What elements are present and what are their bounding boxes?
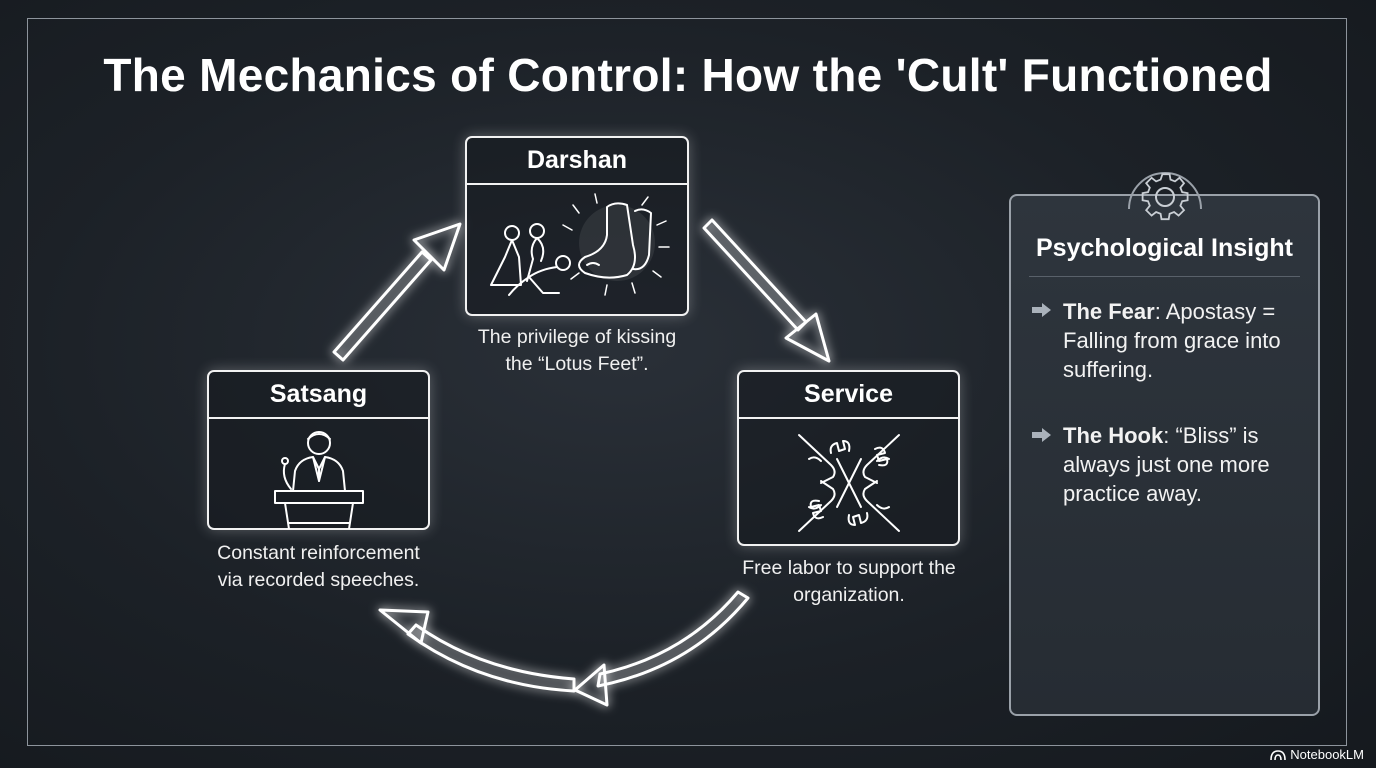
hands-with-wrenches-icon xyxy=(739,419,958,544)
devotees-kissing-feet-icon xyxy=(467,185,687,314)
slide-frame xyxy=(27,18,1347,746)
caption-line: Constant reinforcement xyxy=(217,542,420,564)
node-service-caption: Free labor to support the organization. xyxy=(718,555,980,609)
arrow-darshan-to-service xyxy=(702,218,831,363)
caption-line: organization. xyxy=(793,584,905,606)
brand-watermark: NotebookLM xyxy=(1270,747,1364,762)
insight-label: The Hook xyxy=(1063,423,1164,448)
node-service: Service xyxy=(737,370,960,546)
caption-line: Free labor to support the xyxy=(742,557,956,579)
node-darshan: Darshan xyxy=(465,136,689,316)
arrow-satsang-to-darshan xyxy=(332,222,462,362)
node-darshan-caption: The privilege of kissing the “Lotus Feet… xyxy=(455,324,699,378)
node-darshan-title: Darshan xyxy=(467,138,687,185)
arrow-service-to-satsang xyxy=(378,590,750,707)
caption-line: via recorded speeches. xyxy=(217,569,420,591)
insight-text: : Apostasy = Falling from grace into suf… xyxy=(1063,299,1281,382)
caption-line: The privilege of kissing xyxy=(477,326,677,348)
divider xyxy=(1029,276,1300,277)
arrow-right-icon xyxy=(1031,427,1053,448)
slide-title: The Mechanics of Control: How the 'Cult'… xyxy=(103,49,1273,101)
insight-label: The Fear xyxy=(1063,299,1155,324)
insight-panel: Psychological Insight The Fear: Apostasy… xyxy=(1009,194,1320,716)
arrow-right-icon xyxy=(1031,302,1053,323)
brand-label: NotebookLM xyxy=(1290,747,1364,762)
node-satsang: Satsang xyxy=(207,370,430,530)
insight-panel-title: Psychological Insight xyxy=(1036,234,1293,262)
speaker-at-podium-icon xyxy=(209,419,428,529)
node-satsang-title: Satsang xyxy=(209,372,428,419)
notebooklm-logo-icon xyxy=(1270,749,1287,760)
caption-line: the “Lotus Feet”. xyxy=(505,353,649,375)
insight-text: : “Bliss” is always just one more practi… xyxy=(1063,423,1270,506)
node-satsang-caption: Constant reinforcement via recorded spee… xyxy=(198,540,439,594)
insight-item-fear: The Fear: Apostasy = Falling from grace … xyxy=(1063,297,1308,384)
gear-icon xyxy=(1127,157,1203,233)
insight-item-hook: The Hook: “Bliss” is always just one mor… xyxy=(1063,421,1308,508)
node-service-title: Service xyxy=(739,372,958,419)
